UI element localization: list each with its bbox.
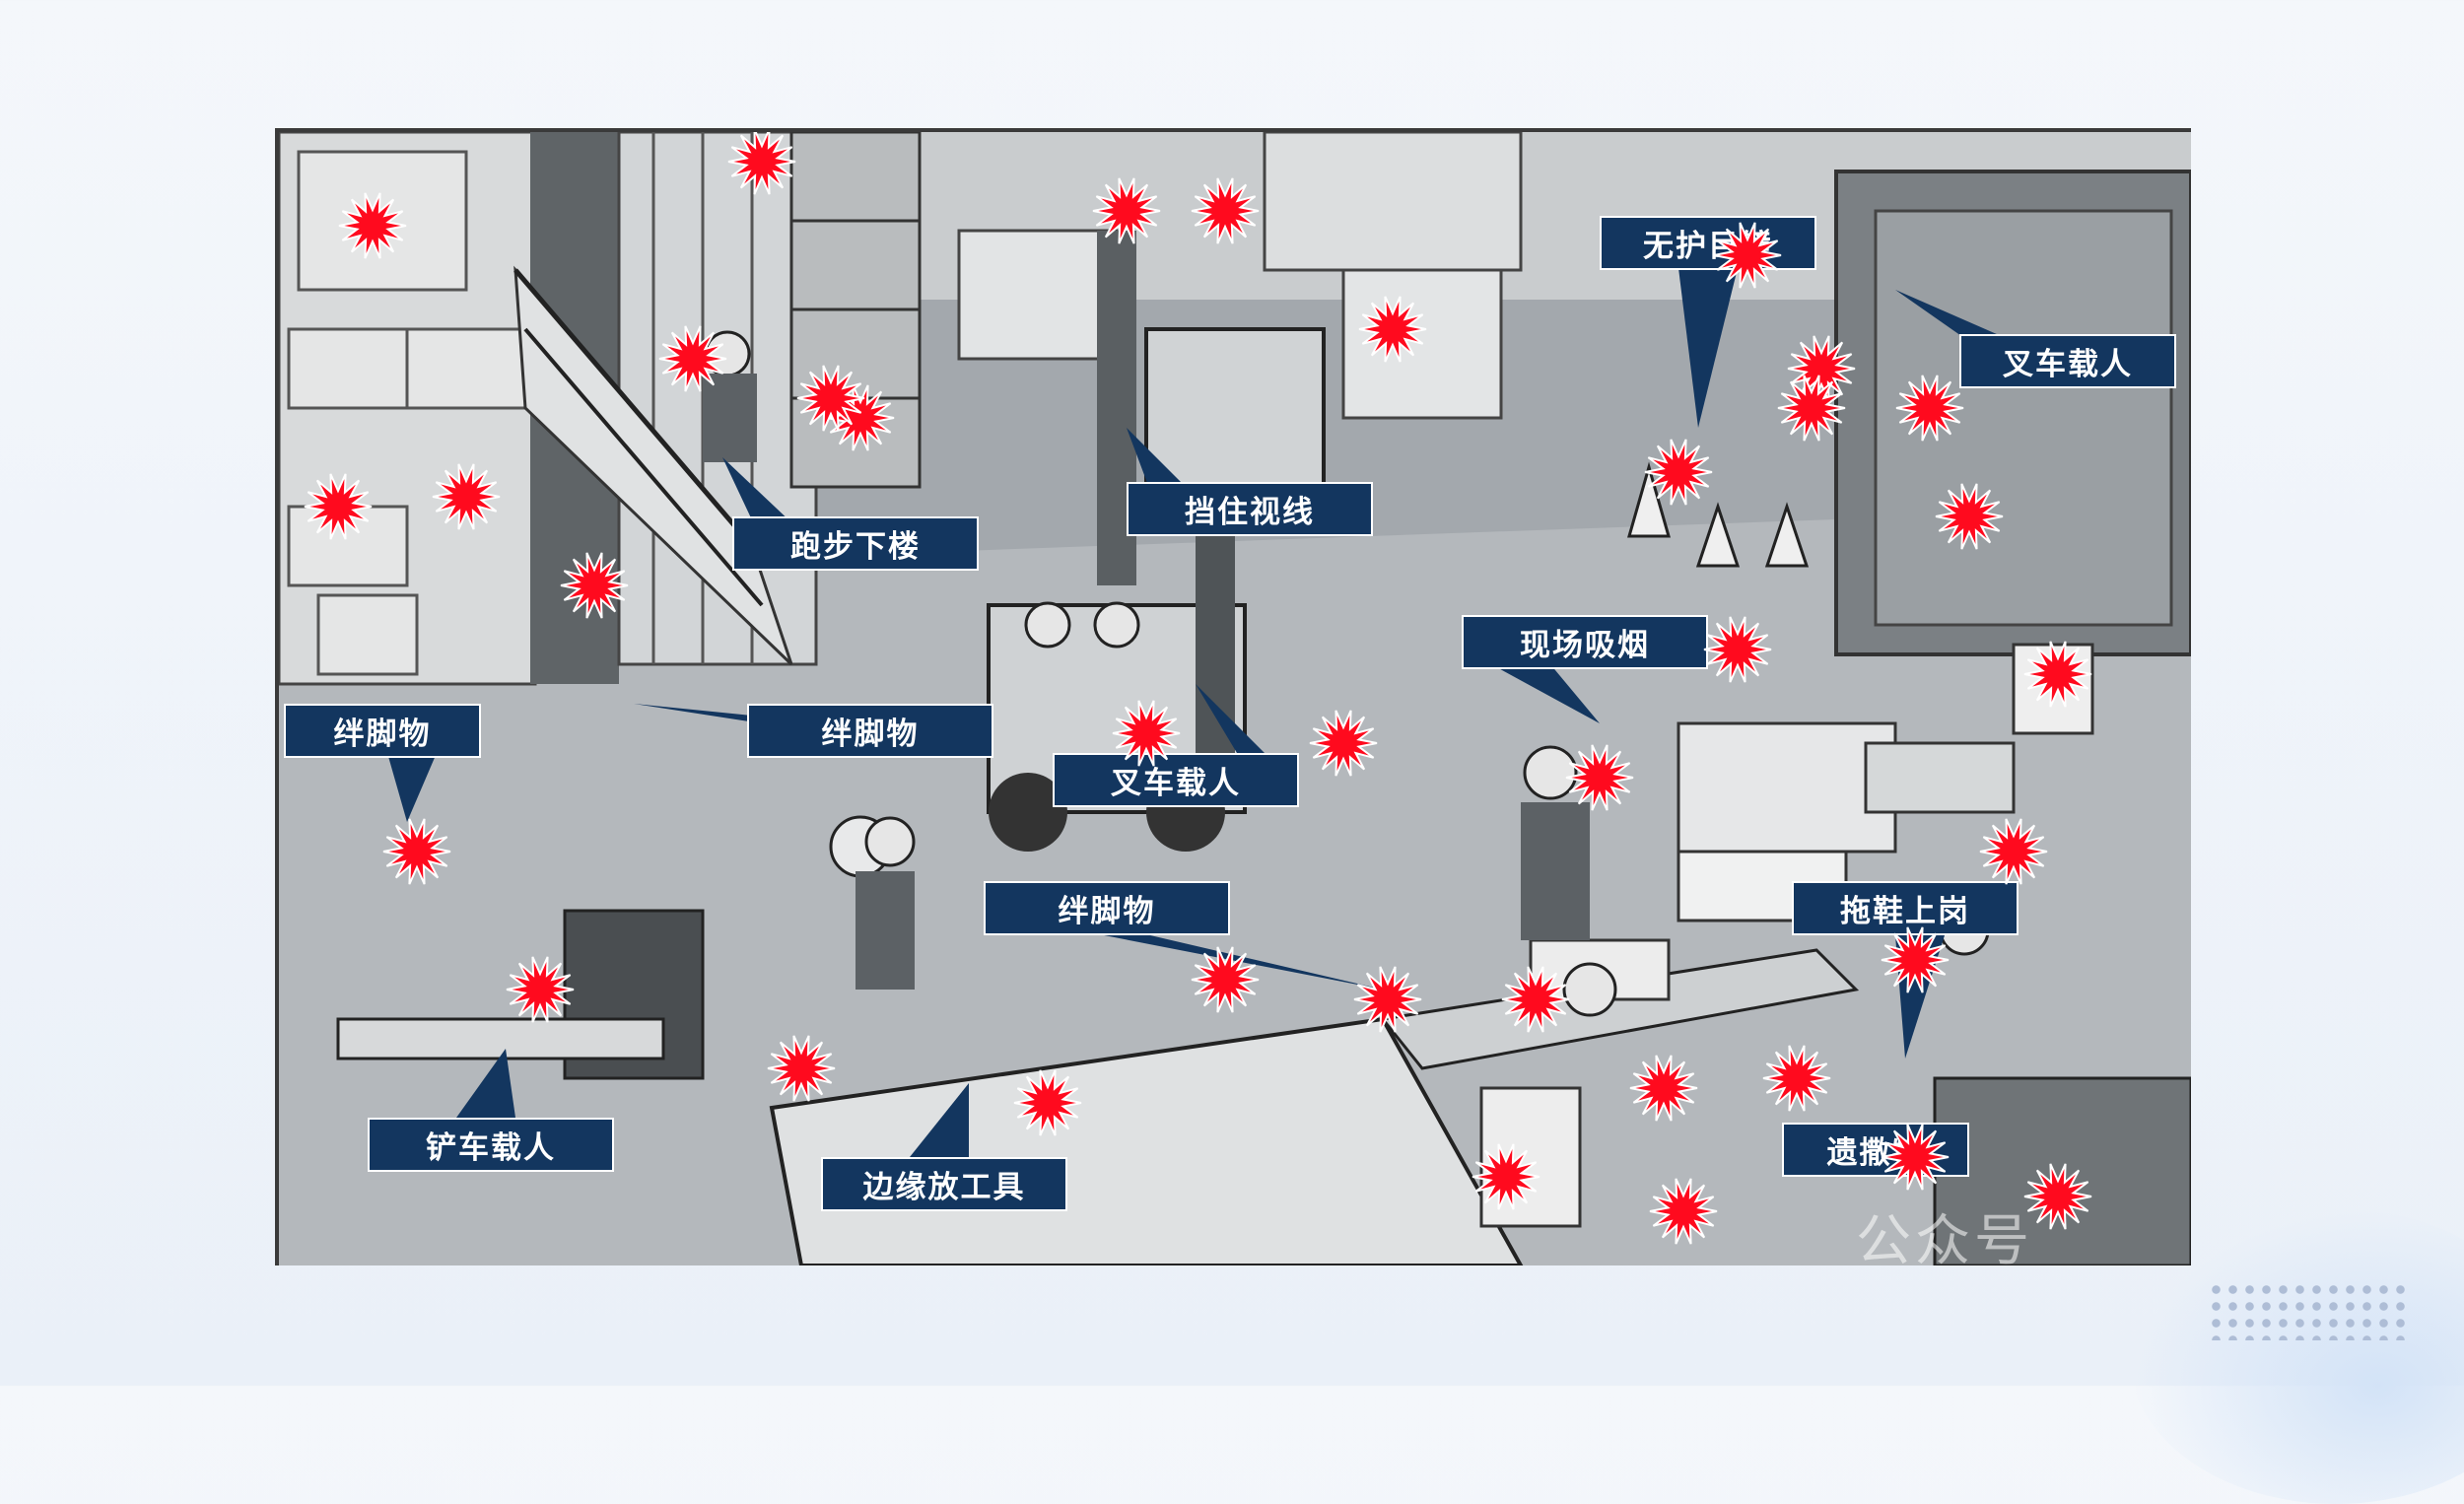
hazard-starburst-marker <box>1472 1143 1540 1210</box>
hazard-starburst-marker <box>1777 375 1846 442</box>
hazard-starburst-marker <box>796 365 865 432</box>
callout-pointer <box>1491 664 1600 723</box>
callout-pointer <box>456 1049 515 1118</box>
scene-drawing <box>279 132 2191 1265</box>
label-forklift-carrying-person-right: 叉车载人 <box>1959 334 2176 388</box>
hazard-starburst-marker <box>1979 818 2048 885</box>
label-pallet-truck-carrying-person: 铲车载人 <box>368 1118 614 1172</box>
hazard-starburst-marker <box>560 552 629 619</box>
label-blocked-view: 挡住视线 <box>1127 482 1373 536</box>
hazard-starburst-marker <box>1191 946 1260 1013</box>
hazard-starburst-marker <box>1881 1124 1950 1191</box>
label-trip-hazard-bottom: 绊脚物 <box>984 881 1230 935</box>
dot-grid-decoration <box>2208 1281 2405 1340</box>
callout-pointer <box>1678 268 1738 428</box>
hazard-starburst-marker <box>1309 710 1378 777</box>
callout-pointer <box>387 753 437 822</box>
hazard-starburst-marker <box>1644 439 1713 506</box>
callout-pointer <box>910 1083 969 1157</box>
hazard-starburst-marker <box>1703 616 1772 683</box>
hazard-starburst-marker <box>382 818 451 885</box>
hazard-starburst-marker <box>1895 375 1964 442</box>
hazard-starburst-marker <box>1787 335 1856 402</box>
hazard-starburst-marker <box>1649 1178 1718 1245</box>
hazard-starburst-marker <box>2023 1163 2092 1230</box>
hazard-starburst-marker <box>1013 1069 1082 1136</box>
hazard-markers <box>304 132 2092 1245</box>
warehouse-hazard-illustration: 无护目镜 叉车载人 挡住视线 跑步下楼 现场吸烟 绊脚物 绊脚物 叉车载人 绊脚… <box>275 128 2191 1265</box>
hazard-starburst-marker <box>1629 1055 1698 1122</box>
hazard-starburst-marker <box>1353 966 1422 1033</box>
hazard-starburst-marker <box>1191 177 1260 244</box>
label-trip-hazard-middle: 绊脚物 <box>747 704 993 758</box>
hazard-starburst-marker <box>767 1035 836 1102</box>
label-slippers-on-duty: 拖鞋上岗 <box>1792 881 2019 935</box>
hazard-starburst-marker <box>1713 222 1782 289</box>
label-trip-hazard-left: 绊脚物 <box>284 704 481 758</box>
hazard-starburst-marker <box>1935 483 2004 550</box>
label-smoking-on-site: 现场吸烟 <box>1462 615 1708 669</box>
label-no-goggles: 无护目镜 <box>1600 216 1816 270</box>
hazard-starburst-marker <box>1092 177 1161 244</box>
label-running-down-stairs: 跑步下楼 <box>732 516 979 571</box>
hazard-starburst-marker <box>1501 966 1570 1033</box>
hazard-starburst-marker <box>1881 926 1950 993</box>
hazard-starburst-marker <box>304 473 373 540</box>
hazard-starburst-marker <box>506 956 575 1023</box>
hazard-starburst-marker <box>2023 641 2092 708</box>
hazard-starburst-marker <box>1358 296 1427 363</box>
hazard-starburst-marker <box>338 192 407 259</box>
hazard-starburst-marker <box>1762 1045 1831 1112</box>
hazard-starburst-marker <box>1112 700 1181 767</box>
label-tools-on-edge: 边缘放工具 <box>821 1157 1067 1211</box>
hazard-starburst-marker <box>727 132 796 195</box>
watermark: 公众号 <box>1856 1209 2033 1265</box>
hazard-starburst-marker <box>432 463 501 530</box>
label-forklift-carrying-person-center: 叉车载人 <box>1053 753 1299 807</box>
hazard-starburst-marker <box>1565 744 1634 811</box>
hazard-starburst-marker <box>658 325 727 392</box>
